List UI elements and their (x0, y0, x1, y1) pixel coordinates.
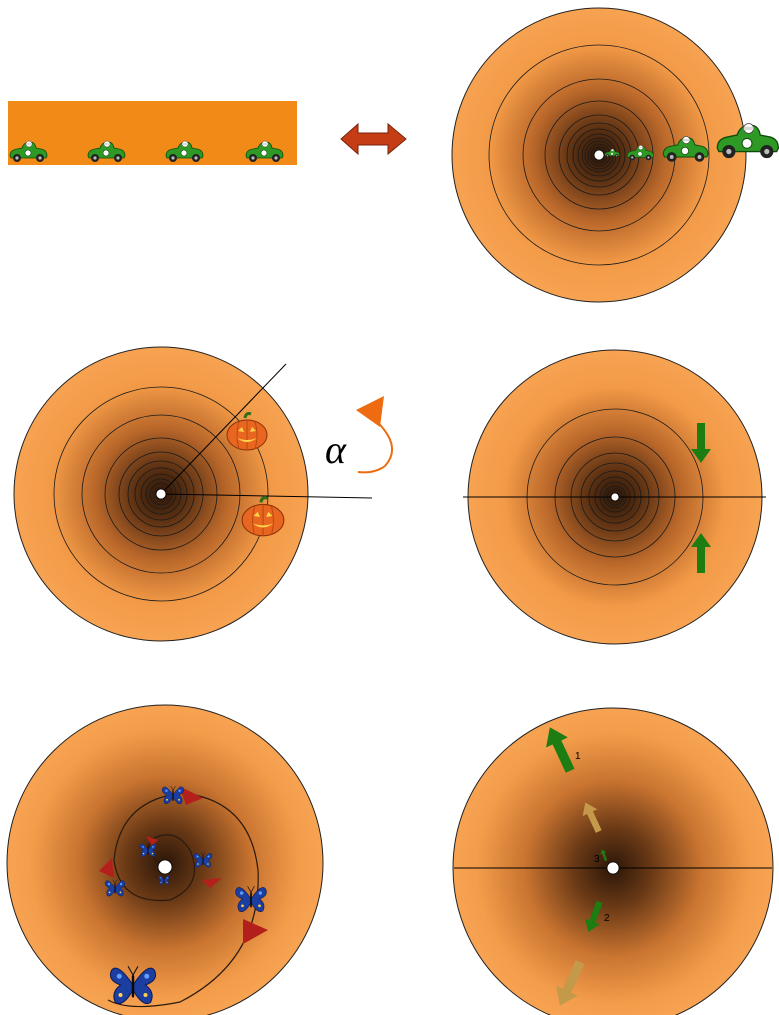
arrow-label-2: 2 (604, 913, 610, 924)
car-disk (451, 7, 779, 303)
double-arrow-icon (340, 122, 407, 156)
angle-alpha-label: α (325, 427, 347, 472)
numbered-arrow-disk (452, 707, 774, 1015)
butterfly-disk (6, 704, 324, 1015)
arrow-label-1: 1 (575, 751, 581, 762)
car-strip (8, 101, 297, 165)
arrow-disk (463, 349, 766, 645)
arrow-label-3: 3 (594, 854, 600, 865)
rotation-arrow-icon (356, 396, 393, 474)
pumpkin-disk (13, 346, 373, 642)
